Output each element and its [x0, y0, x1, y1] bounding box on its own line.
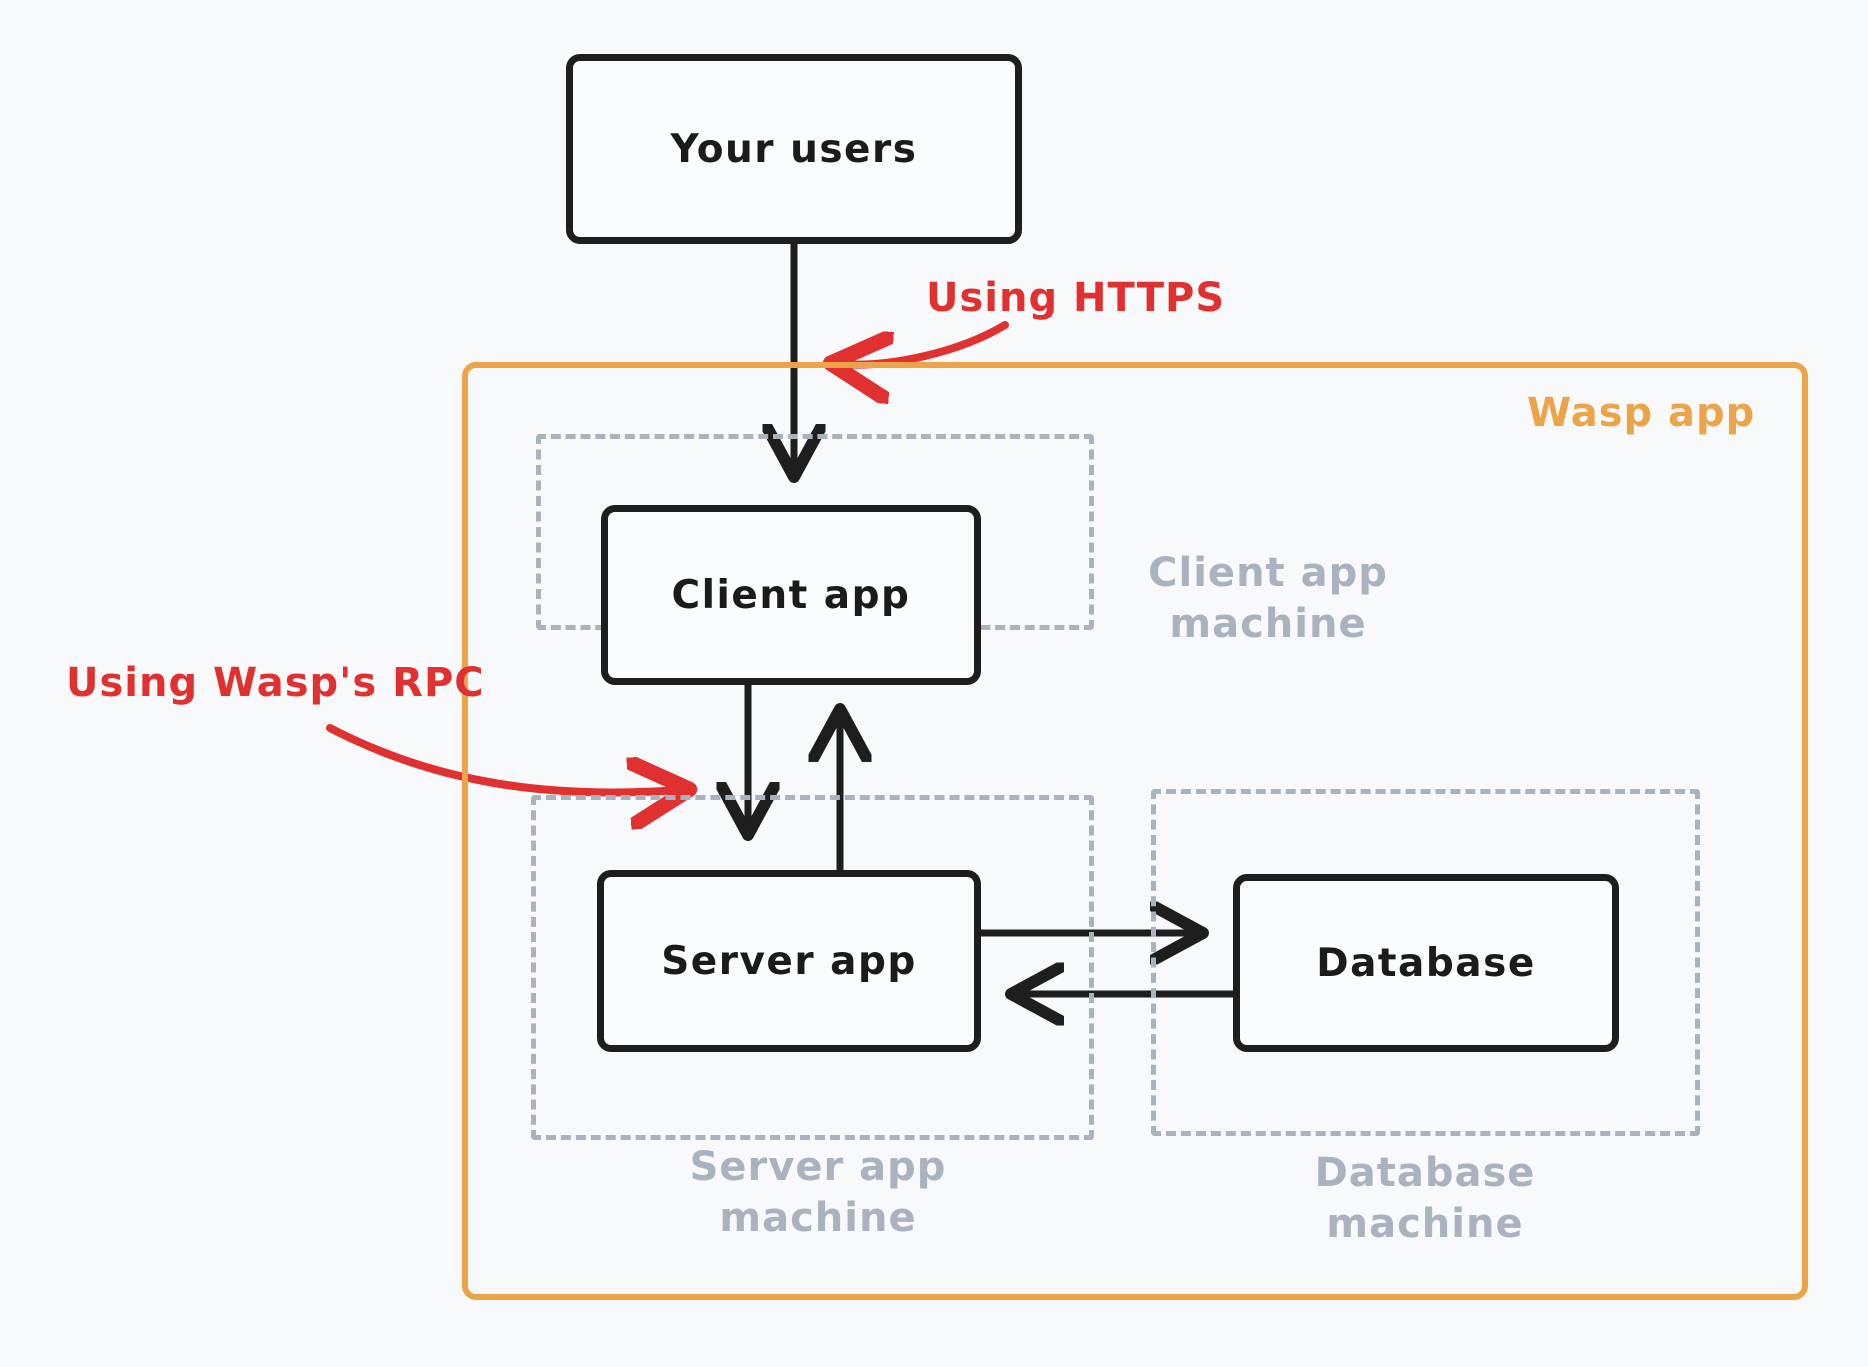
node-client-app[interactable]: Client app — [601, 505, 981, 685]
node-server-app[interactable]: Server app — [597, 870, 981, 1052]
wasp-app-boundary — [462, 362, 1808, 1300]
zone-database-machine-label: Database machine — [1314, 1150, 1536, 1248]
zone-database-machine — [1151, 789, 1700, 1136]
zone-server-app-machine — [531, 795, 1094, 1140]
node-your-users[interactable]: Your users — [566, 54, 1022, 244]
annotation-using-https: Using HTTPS — [926, 275, 1226, 321]
annotation-using-wasp-rpc: Using Wasp's RPC — [66, 660, 485, 706]
node-database-label: Database — [1316, 940, 1536, 986]
node-client-app-label: Client app — [671, 572, 911, 618]
zone-client-app-machine-label: Client app machine — [1148, 550, 1388, 648]
node-server-app-label: Server app — [661, 938, 917, 984]
wasp-app-boundary-label: Wasp app — [1527, 390, 1756, 436]
annotation-arrow-wasp-rpc — [326, 724, 680, 792]
node-your-users-label: Your users — [670, 126, 918, 172]
annotation-arrow-https — [840, 321, 1009, 365]
zone-server-app-machine-label: Server app machine — [689, 1144, 947, 1242]
node-database[interactable]: Database — [1233, 874, 1619, 1052]
